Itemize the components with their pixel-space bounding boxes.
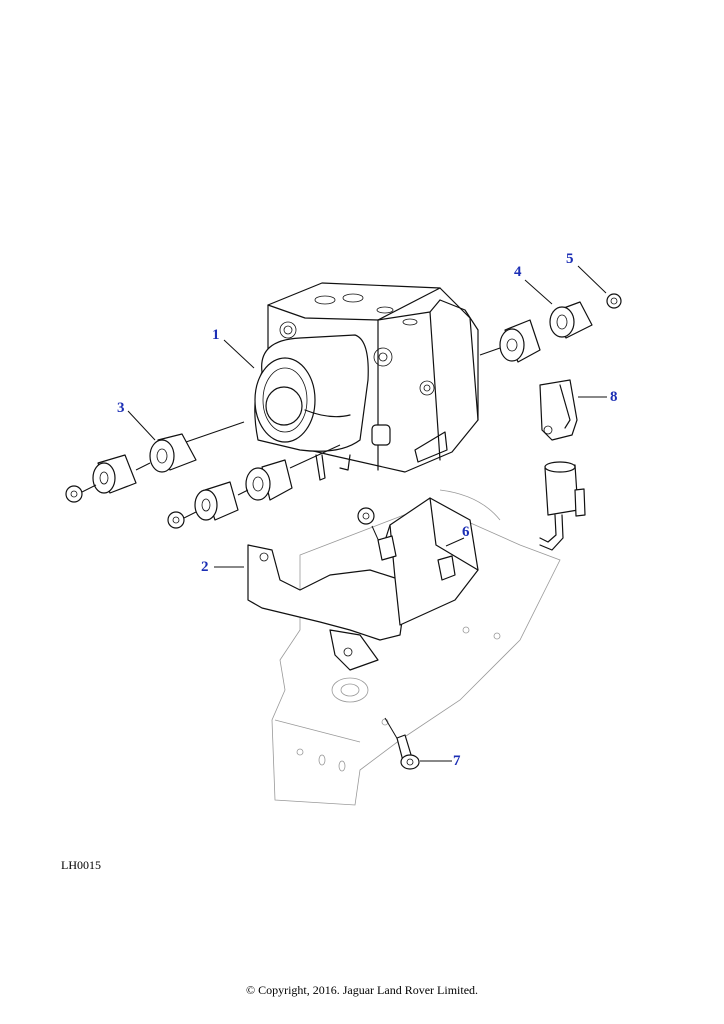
sensor-connector (539, 461, 586, 551)
bush-left-lower (167, 444, 341, 529)
callout-7[interactable]: 7 (453, 753, 461, 769)
callout-3[interactable]: 3 (117, 400, 125, 416)
copyright-notice: © Copyright, 2016. Jaguar Land Rover Lim… (245, 983, 479, 997)
callout-2[interactable]: 2 (201, 559, 209, 575)
callout-8[interactable]: 8 (610, 389, 618, 405)
reference-code: LH0015 (61, 858, 101, 872)
callout-5[interactable]: 5 (566, 251, 574, 267)
bolt (384, 717, 420, 770)
abs-modulator (254, 282, 479, 481)
chassis-outline (271, 489, 561, 806)
callout-1[interactable]: 1 (212, 327, 220, 343)
bush-right (479, 301, 593, 363)
callout-6[interactable]: 6 (462, 524, 470, 540)
mounting-bracket (247, 497, 479, 671)
nut-right (606, 293, 622, 309)
clip-bracket (539, 379, 578, 441)
leader-lines (127, 265, 607, 762)
callout-4[interactable]: 4 (514, 264, 522, 280)
bush-left-upper (65, 421, 245, 503)
